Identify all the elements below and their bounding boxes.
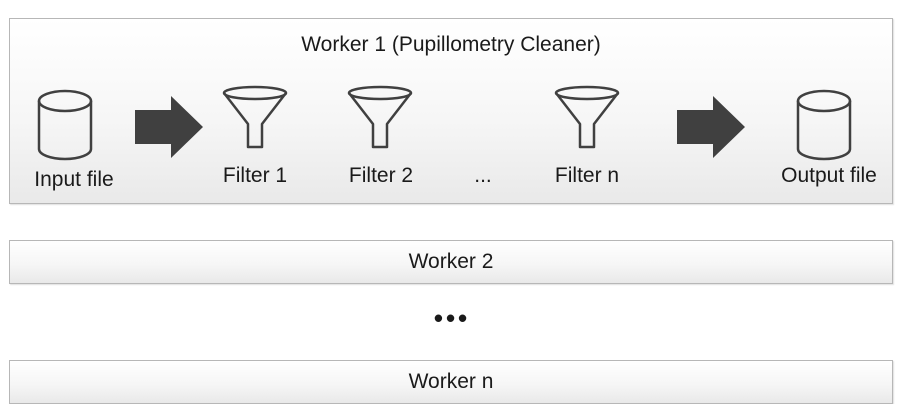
worker-n-panel: Worker n — [9, 360, 893, 404]
workers-separator-dots: ••• — [433, 303, 471, 333]
arrow-right-icon — [677, 96, 747, 158]
filter-n-label: Filter n — [554, 164, 620, 187]
worker-2-panel: Worker 2 — [9, 240, 893, 284]
output-file-label: Output file — [781, 164, 877, 187]
filters-ellipsis: ... — [474, 164, 492, 187]
worker-2-title: Worker 2 — [408, 250, 494, 273]
funnel-icon — [220, 84, 290, 150]
database-icon — [36, 88, 94, 162]
funnel-icon — [345, 84, 415, 150]
database-icon — [795, 88, 853, 162]
funnel-icon — [552, 84, 622, 150]
worker-1-title: Worker 1 (Pupillometry Cleaner) — [301, 33, 601, 56]
arrow-right-icon — [135, 96, 205, 158]
filter-2-label: Filter 2 — [348, 164, 414, 187]
input-file-label: Input file — [34, 168, 114, 191]
filter-1-label: Filter 1 — [222, 164, 288, 187]
worker-n-title: Worker n — [408, 370, 494, 393]
